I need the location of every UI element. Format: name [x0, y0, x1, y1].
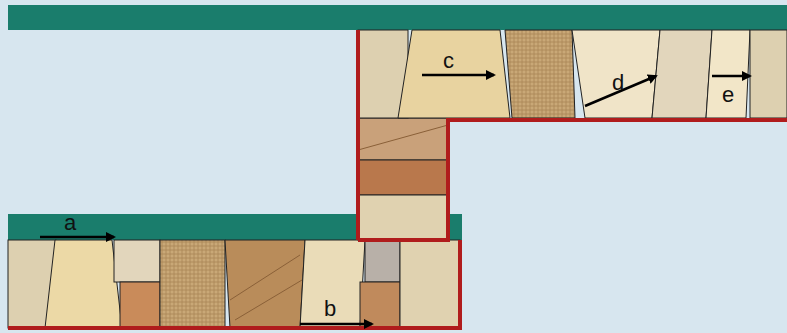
callout-letter: e: [722, 84, 734, 106]
callout-letter: c: [443, 50, 454, 72]
callout-letter: d: [612, 72, 624, 94]
callout-letter: b: [324, 298, 336, 320]
callout-letter: a: [64, 212, 76, 234]
